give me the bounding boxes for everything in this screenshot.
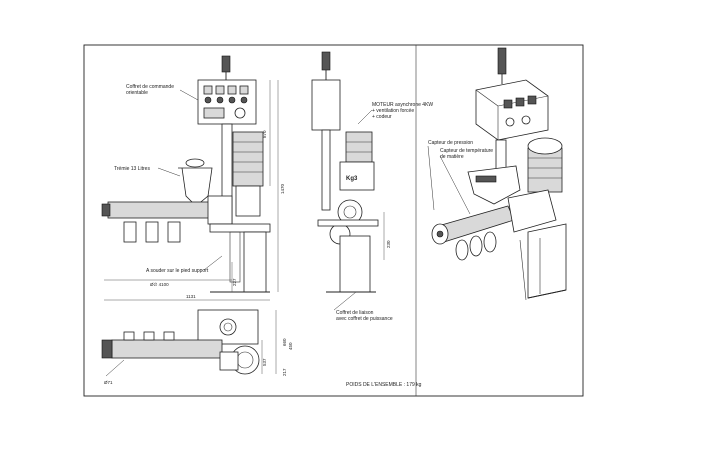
label-motor-1: MOTEUR asynchrone 4KW [372,102,433,108]
dim-screw: Ø∅ 4100 [150,282,169,287]
support-foot [243,231,267,293]
motor [232,131,264,187]
barrel [107,201,219,219]
label-hopper: Trémie 13 Litres [114,166,150,172]
dim-230: 230 [386,240,391,248]
dim-1131: 1131 [186,294,196,299]
label-pressure-sensor: Capteur de pression [428,140,473,146]
dim-660: 660 [282,338,287,346]
dim-537: 537 [262,358,267,366]
front-view [101,55,279,293]
label-junction-1: Coffret de liaison [336,310,374,316]
top-view [101,299,277,377]
side-foot [339,235,371,293]
label-temp-sensor-2: de matière [440,154,464,160]
iso-motor [527,147,563,193]
side-view: Kg3 [311,51,385,293]
dim-870: 870 [262,130,267,138]
dim-phi: Ø71 [104,380,113,385]
dim-1470: 1470 [280,183,285,194]
dim-450: 450 [288,342,293,350]
sheet-border [83,44,584,397]
label-junction-2: avec coffret de puissance [336,316,393,322]
hopper [178,167,213,207]
dim-217: 217 [282,368,287,376]
iso-control-box [475,79,549,141]
iso-foot [527,223,567,299]
label-temp-sensor-1: Capteur de température [440,148,493,154]
brand-mark: Kg3 [346,176,358,182]
label-control-box-1: Coffret de commande [126,84,174,90]
label-total-weight: POIDS DE L'ENSEMBLE : 179 kg [346,382,422,388]
label-control-box-2: orientable [126,90,148,96]
label-motor-2: + ventilation forcée [372,108,414,114]
iso-hopper [467,165,521,205]
dim-227: 227 [232,278,237,286]
isometric-view [431,47,567,301]
label-motor-3: + codeur [372,114,392,120]
side-motor [345,131,373,163]
label-weld-foot: A souder sur le pied support [146,268,209,274]
